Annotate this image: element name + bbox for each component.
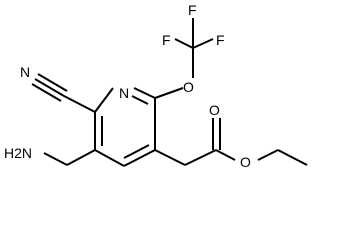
bond-ch2-to-carbonyl-c [184,149,217,166]
bond-ethyl-ch2-to-ch3 [277,149,308,166]
amine-group-label: H2N [4,145,32,161]
molecule-structure-diagram: N N O F F F H2N O O [4,2,308,170]
bond-nitrile-triple-3 [37,73,68,92]
ether-oxygen-label: O [183,79,194,95]
bond-c5-to-ch2 [154,149,186,166]
bond-c4-to-c5-inner [123,144,150,159]
bond-nitrile-triple-1 [34,78,65,97]
bond-ring-n-to-c6-inner [131,95,149,105]
bond-ring-n-to-c6 [133,87,156,99]
nitrile-nitrogen-label: N [20,64,30,80]
bond-carbonyl-c-to-ester-o [215,149,236,161]
bond-c6-to-ether-o [154,87,184,99]
carbonyl-oxygen-label: O [209,102,220,118]
bond-ester-o-to-ch2 [257,149,279,161]
bond-c2-to-cn-carbon [63,95,96,113]
bond-c3-to-c4 [94,149,125,167]
ring-nitrogen-label: N [119,85,129,101]
bond-ch2-to-amine [43,152,68,166]
bond-c4-to-c5 [123,149,156,167]
fluorine-right-label: F [216,32,225,48]
bond-ring-n-to-c2 [94,87,114,113]
bond-nitrile-triple-2 [31,83,62,102]
ester-oxygen-label: O [240,154,251,170]
bond-c3-to-ch2 [66,149,96,166]
bond-cf3-to-f-left [174,38,194,49]
fluorine-top-label: F [188,2,197,18]
fluorine-left-label: F [162,32,171,48]
bond-cf3-to-f-right [192,38,214,49]
